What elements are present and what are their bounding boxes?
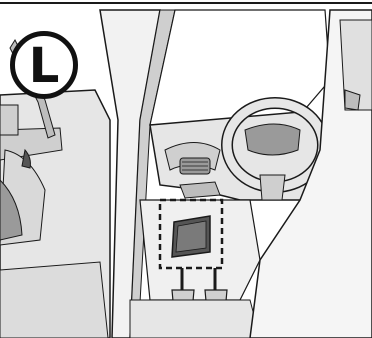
dashboard: [150, 112, 330, 200]
fuse-box-cover: [172, 216, 210, 257]
side-indicator-badge: L: [10, 31, 78, 99]
side-indicator-letter: L: [29, 42, 60, 90]
